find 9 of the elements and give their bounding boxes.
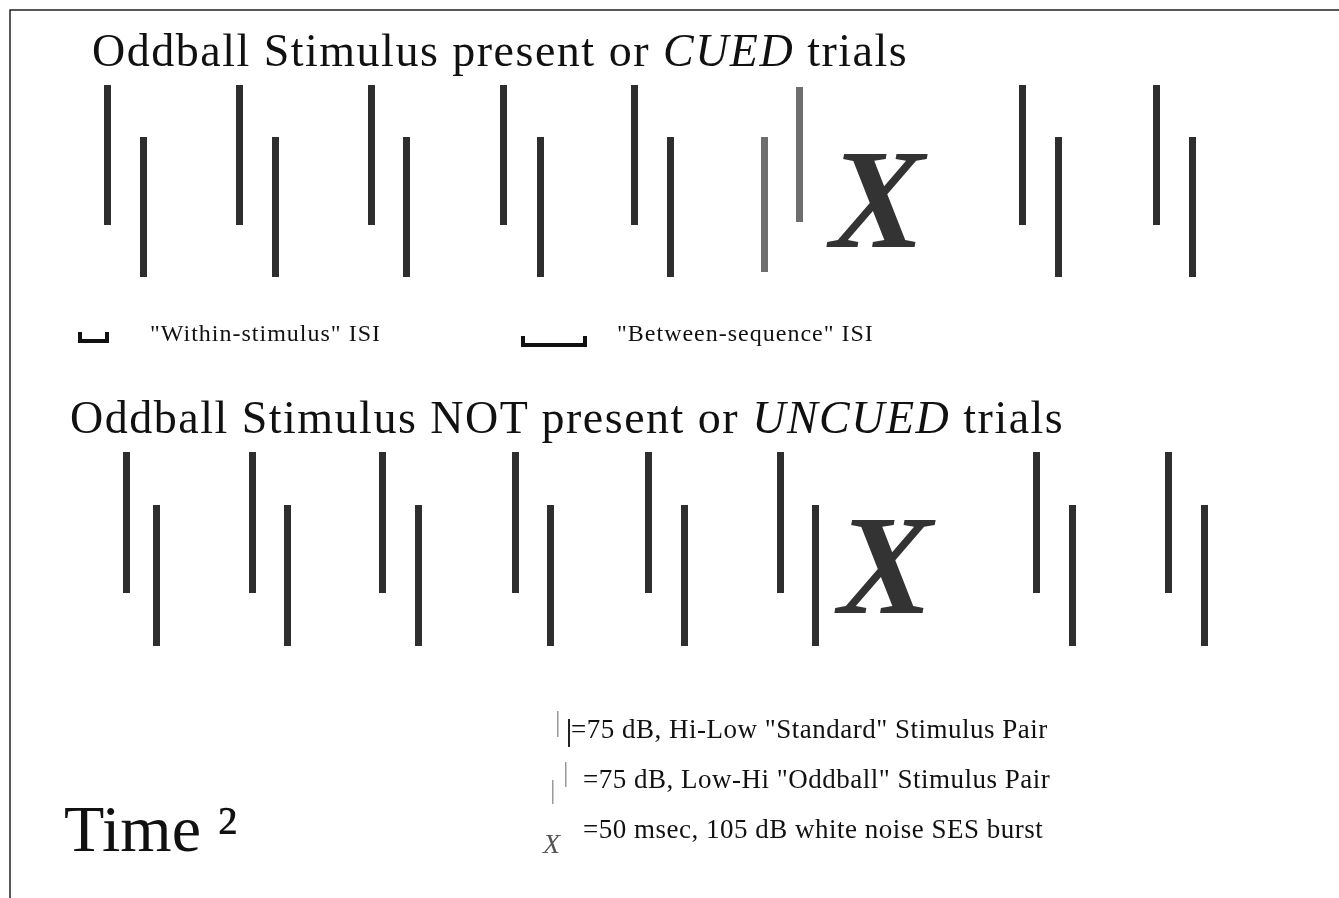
legend-text: =50 msec, 105 dB white noise SES burst [583,816,1044,843]
noise-burst-sample: X [543,830,561,858]
legend-text: "Within-stimulus" ISI [150,321,381,345]
section-heading: Oddball Stimulus NOT present or UNCUED trials [70,395,1065,441]
section-heading: Oddball Stimulus present or CUED trials [92,28,909,74]
axis-label: Time ² [64,796,238,862]
legend-text: =75 dB, Low-Hi "Oddball" Stimulus Pair [583,766,1051,793]
legend-text: =75 dB, Hi-Low "Standard" Stimulus Pair [571,716,1048,743]
legend-text: "Between-sequence" ISI [617,321,874,345]
